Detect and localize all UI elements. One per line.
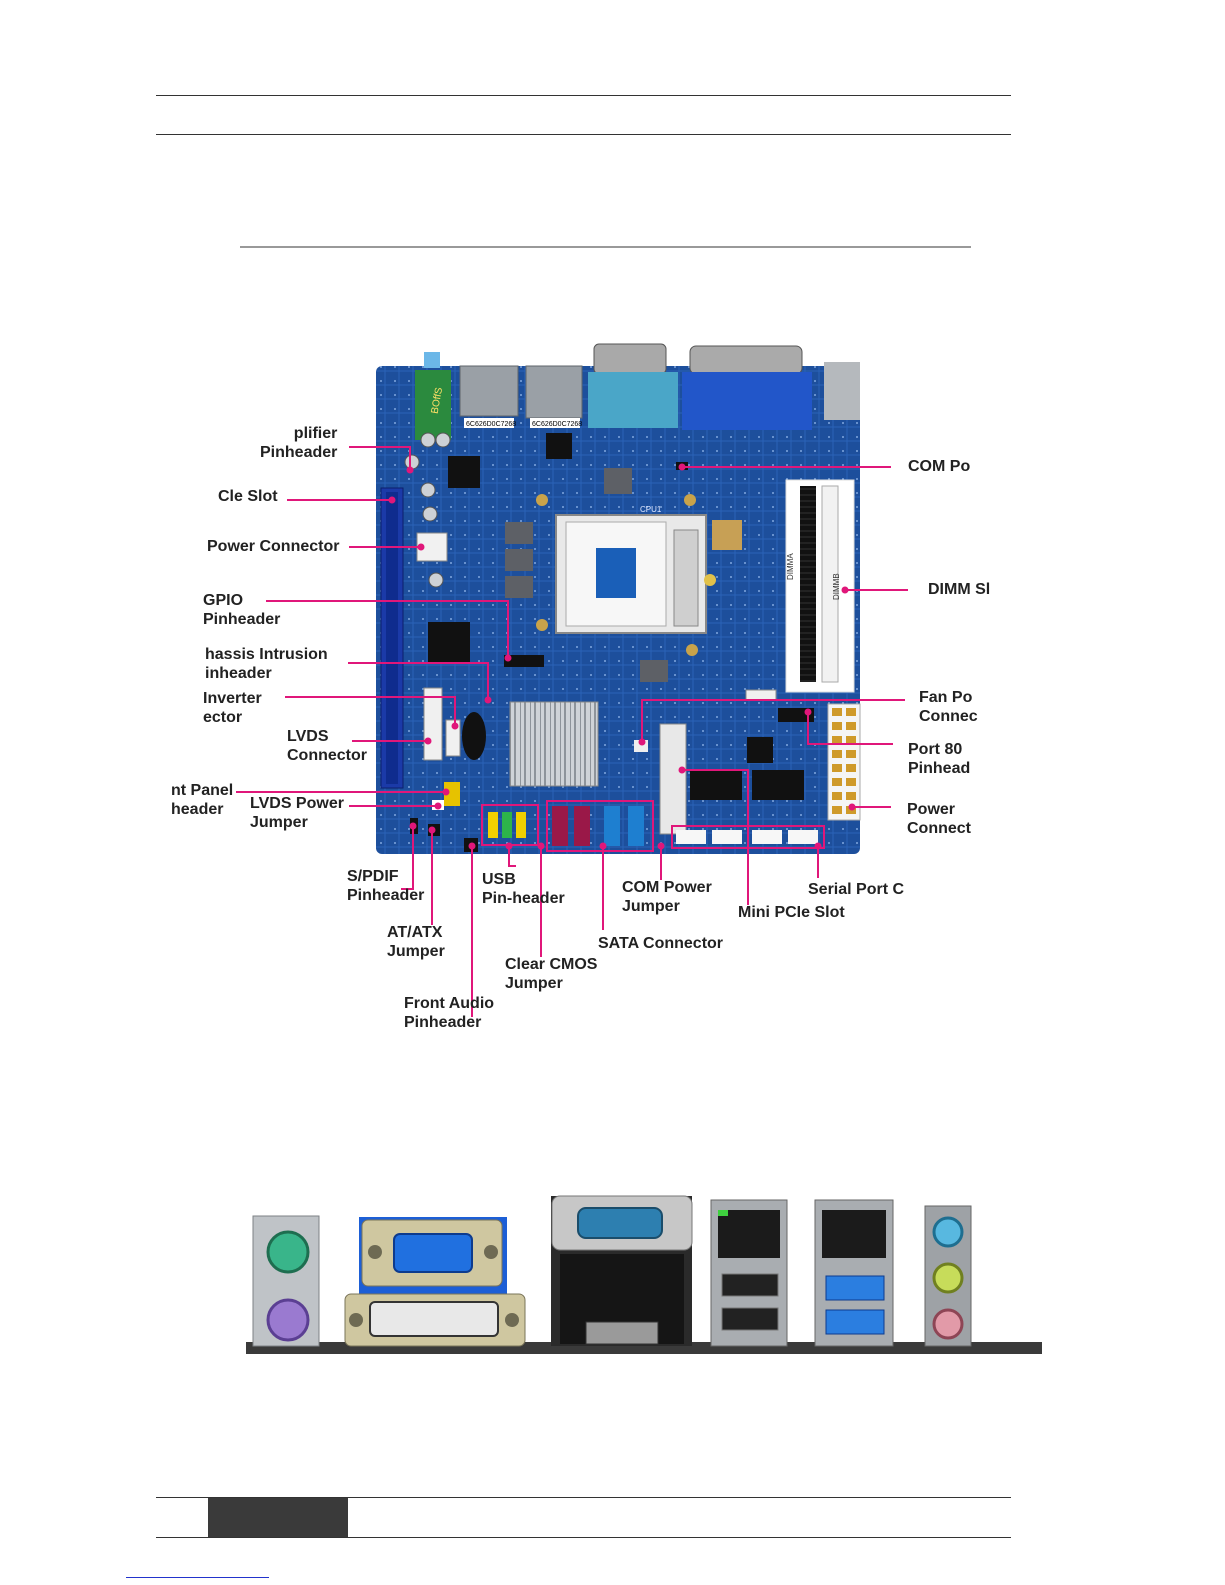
serial-port-top [593, 343, 667, 375]
audio-jack-bracket [924, 1205, 972, 1347]
chipset-heatsink [509, 701, 599, 787]
label-fan-power: Fan Po Connec [919, 689, 978, 725]
label-atatx-jumper: AT/ATX Jumper [387, 924, 445, 960]
lan-sticker-1 [464, 418, 514, 428]
label-sata-connector: SATA Connector [598, 935, 724, 952]
label-front-audio: Front Audio Pinheader [404, 995, 495, 1031]
header-rule-top [156, 95, 1011, 96]
bottom-link-underline[interactable] [126, 1577, 269, 1578]
leader-inverter [285, 696, 456, 726]
leader-gpio [266, 600, 509, 658]
section-rule [240, 246, 971, 248]
label-serial-port: Serial Port C [808, 881, 905, 898]
leader-mini-pcie [682, 769, 749, 905]
lvds-connector [423, 687, 443, 761]
label-gpio-pinheader: GPIO Pinheader [203, 592, 281, 628]
dimm-label-a: DIMMA [786, 553, 795, 580]
dimm-slot-a [800, 486, 816, 682]
ps2-block [824, 362, 860, 420]
mini-pcie-slot [659, 723, 687, 835]
usb3-port-rear-1 [825, 1275, 885, 1301]
sata-port-2 [574, 806, 590, 846]
io-baseline [246, 1342, 1042, 1354]
label-dimm-slot: DIMM Sl [928, 581, 991, 598]
gpio-pinheader [504, 655, 544, 667]
audio-jack-block [415, 370, 451, 440]
hdmi-port-rear [585, 1321, 659, 1345]
chip-label-boffs: BOffS [430, 386, 445, 414]
lan-sticker-2-text: 6C626D0C7268 [532, 421, 582, 428]
label-com-power-jumper: COM Power Jumper [622, 879, 712, 915]
leader-chassis [348, 662, 489, 700]
label-pcie-slot: Cle Slot [218, 488, 278, 505]
vga-dvi-bracket [359, 1217, 507, 1345]
label-front-panel: nt Panel header [171, 782, 234, 818]
motherboard-diagram: BOffS 6C626D0C7268 6C626D0C7268 CPU1 DIM… [236, 343, 908, 1017]
sata-port-1 [552, 806, 568, 846]
ps2-mouse-port [266, 1298, 310, 1342]
ps2-bracket [252, 1215, 320, 1347]
serial-port-rear [577, 1207, 663, 1239]
label-lvds-power-jumper: LVDS Power Jumper [250, 795, 344, 831]
label-amplifier-pinheader: plifier Pinheader [260, 425, 338, 461]
usb-port-rear-2 [721, 1307, 779, 1331]
leader-usb [508, 846, 516, 867]
lan-sticker-1-text: 6C626D0C7268 [466, 421, 516, 428]
usb3-port-rear-2 [825, 1309, 885, 1335]
label-spdif-pinheader: S/PDIF Pinheader [347, 868, 425, 904]
lan-sticker-2 [530, 418, 580, 428]
header-rule-bottom [156, 134, 1011, 135]
leader-amplifier [349, 446, 411, 470]
lan-port-2 [525, 365, 583, 419]
sata-port-3 [604, 806, 620, 846]
lan-usb-block-2 [814, 1199, 894, 1347]
serial-hdmi-bracket [551, 1196, 692, 1346]
leader-spdif [401, 826, 414, 890]
label-power-connector-right: Power Connect [907, 801, 971, 837]
lan-port-1 [459, 365, 519, 417]
footer-tab [208, 1498, 348, 1538]
audio-jack-blue [424, 352, 440, 368]
lan-usb-block-1 [710, 1199, 788, 1347]
label-port80-pinheader: Port 80 Pinhead [908, 741, 971, 777]
label-mini-pcie-slot: Mini PCIe Slot [738, 904, 845, 921]
lan-port-rear-1 [718, 1210, 780, 1258]
vga-dvi-block [682, 372, 812, 430]
vga-port [393, 1233, 473, 1273]
sata-port-4 [628, 806, 644, 846]
footer-rule-top [156, 1497, 1011, 1498]
usb-port-rear-1 [721, 1273, 779, 1297]
ps2-keyboard-port [266, 1230, 310, 1274]
dvi-port [369, 1301, 499, 1337]
label-inverter-connector: Inverter ector [203, 690, 262, 726]
audio-line-in [932, 1216, 964, 1248]
label-com-port: COM Po [908, 458, 971, 475]
dimm-slot-frame [785, 479, 855, 693]
hdmi-block [588, 372, 678, 428]
leader-fan [641, 699, 905, 742]
vga-top [689, 345, 803, 375]
lan-port-rear-2 [822, 1210, 886, 1258]
dimm-label-b: DIMMB [832, 573, 841, 600]
label-chassis-intrusion: hassis Intrusion inheader [205, 646, 328, 682]
fan-connector [745, 689, 777, 701]
label-usb-pinheader: USB Pin-header [482, 871, 565, 907]
label-lvds-connector: LVDS Connector [287, 728, 367, 764]
cpu-label: CPU1 [640, 505, 662, 514]
footer-rule-bottom [156, 1537, 1011, 1538]
label-clear-cmos: Clear CMOS Jumper [505, 956, 598, 992]
sata-frame [546, 800, 654, 852]
atx-24pin [827, 703, 861, 821]
audio-line-out [932, 1262, 964, 1294]
dimm-slot-b [821, 485, 839, 683]
label-power-connector-left: Power Connector [207, 538, 340, 555]
leader-port80 [807, 712, 893, 745]
audio-mic [932, 1308, 964, 1340]
